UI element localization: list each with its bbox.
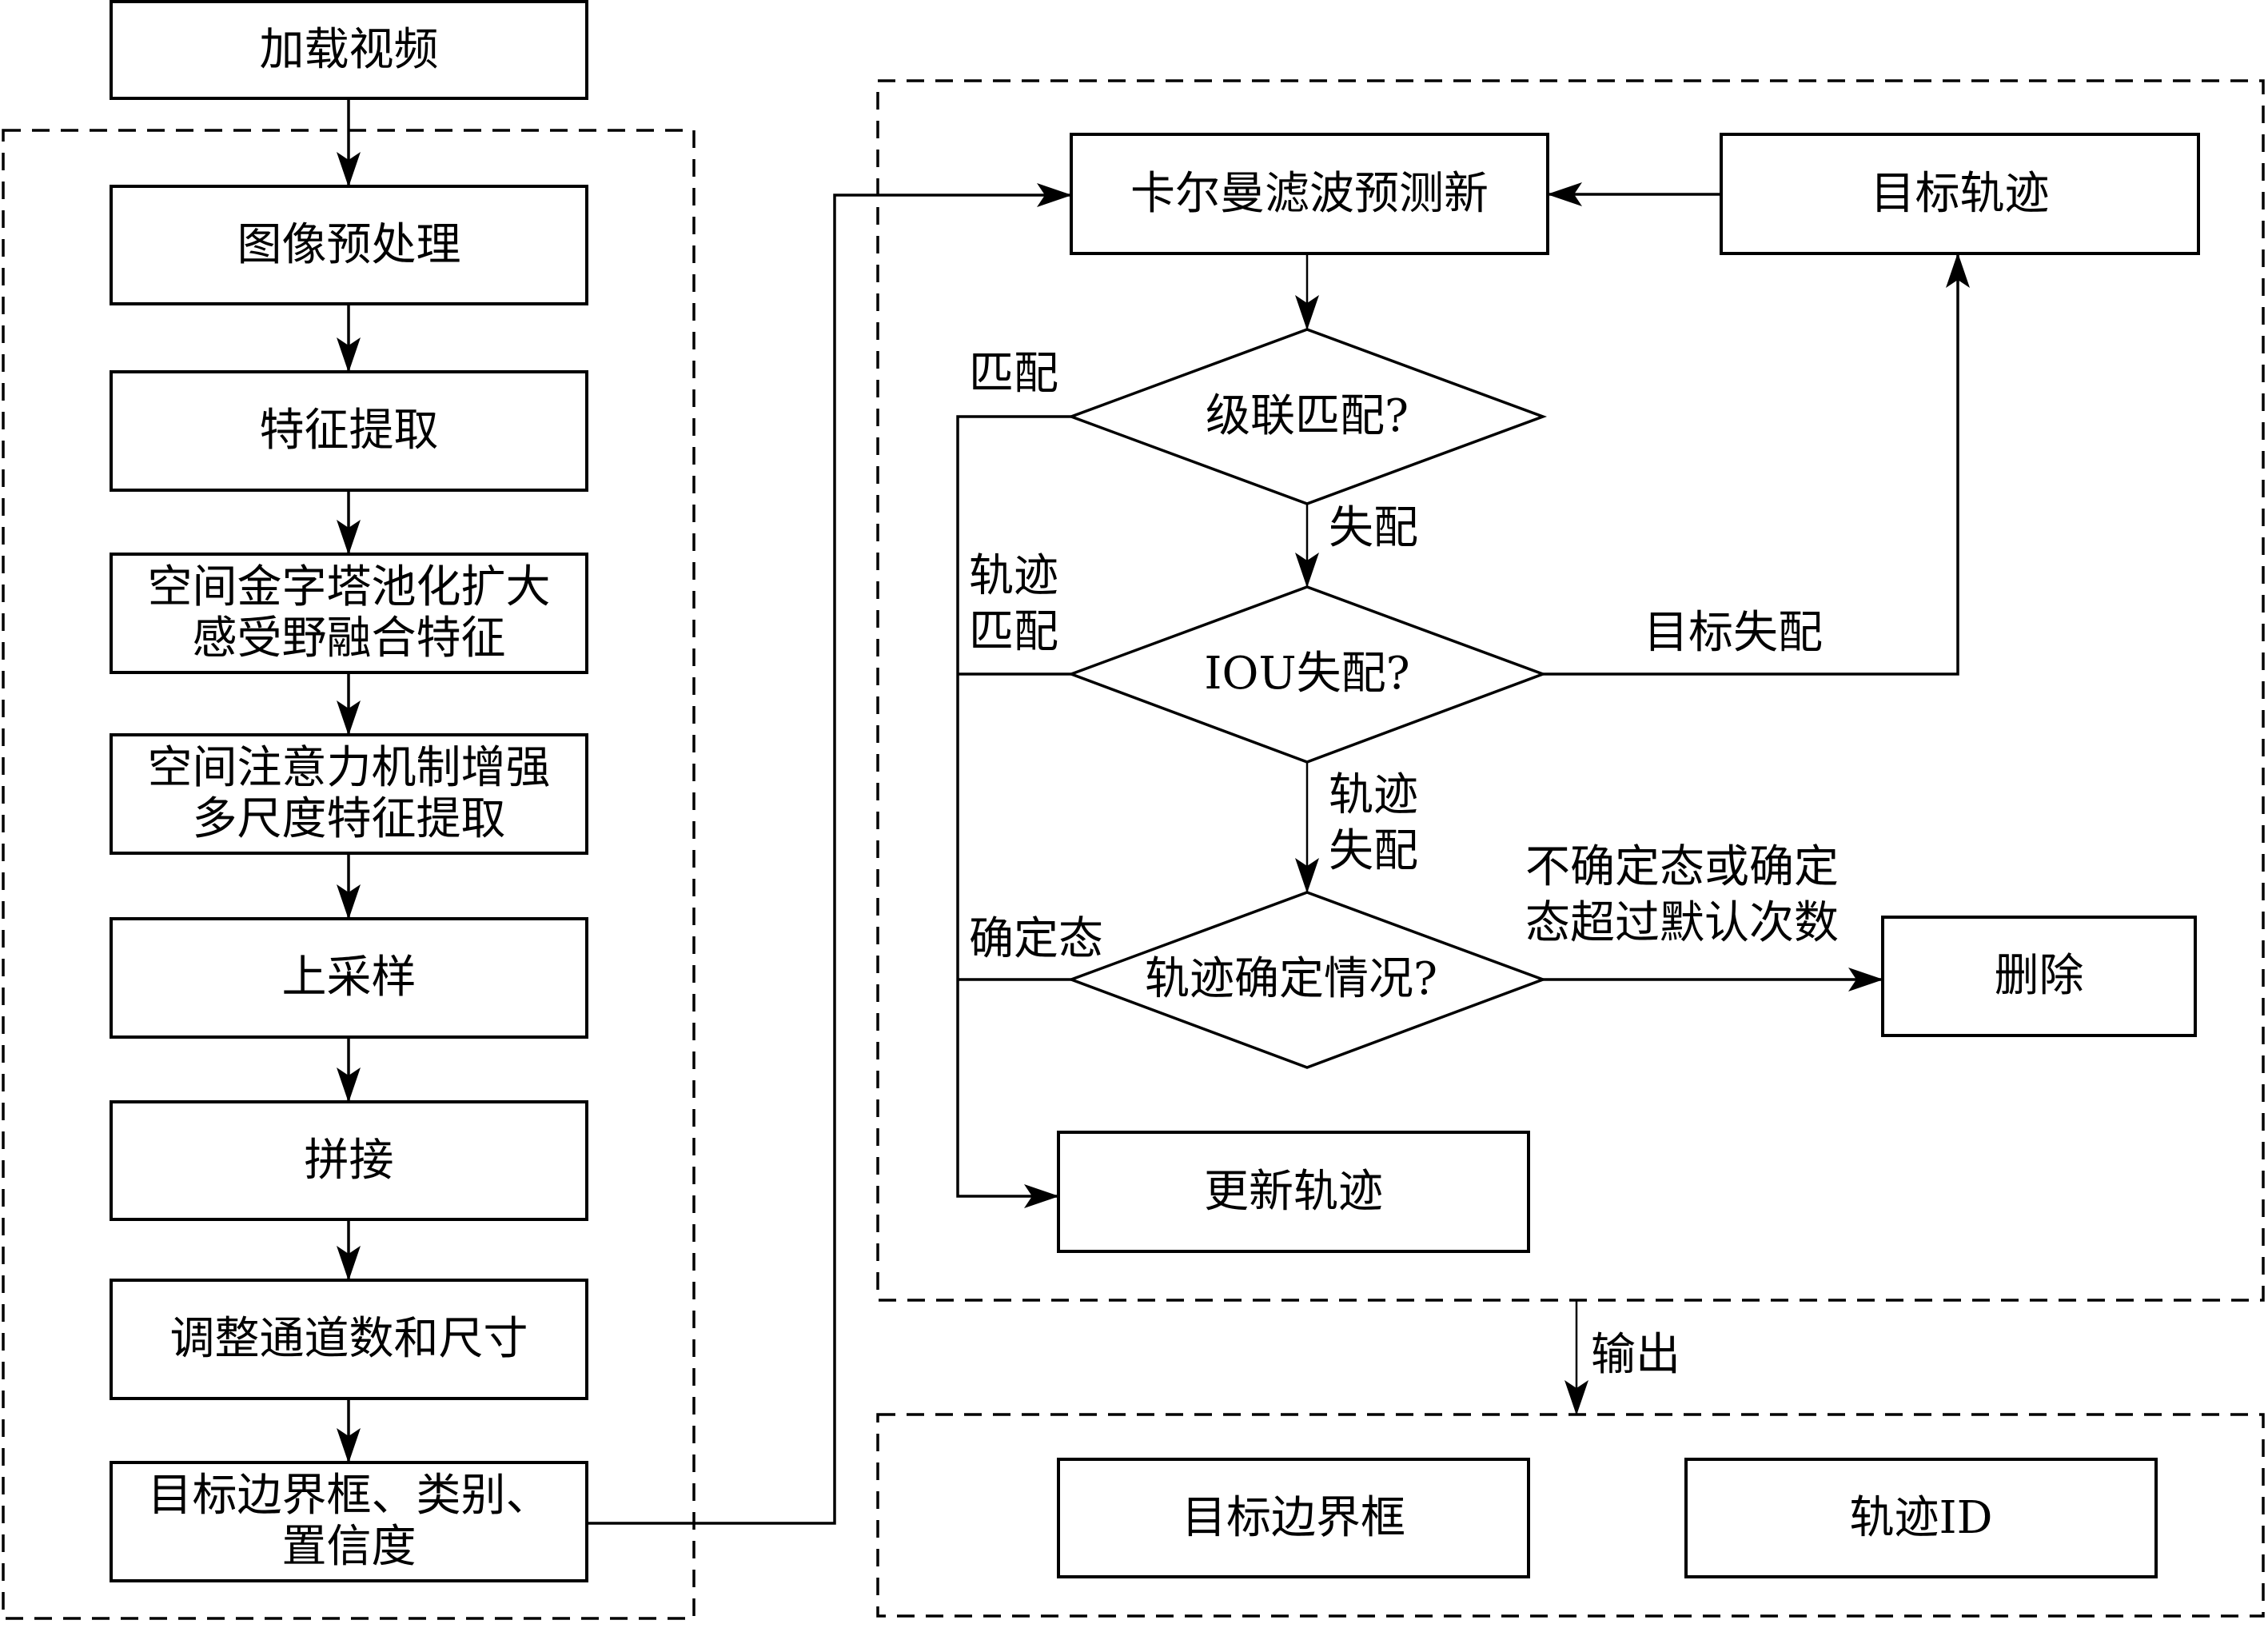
step-spp-label: 空间金字塔池化扩大 感受野融合特征	[147, 561, 551, 664]
load-video-label: 加载视频	[259, 23, 439, 76]
track-match-edge-label: 轨迹 匹配	[969, 550, 1058, 658]
output-bbox-box	[1057, 1458, 1530, 1578]
mismatch-edge-label: 失配	[1329, 502, 1418, 554]
step-box	[110, 370, 588, 492]
target-track-box	[1720, 133, 2200, 255]
update-track-label: 更新轨迹	[1204, 1165, 1383, 1218]
step-box	[110, 733, 588, 855]
cascade-match-label: 级联匹配?	[1205, 390, 1409, 442]
kalman-box	[1070, 133, 1549, 255]
track-state-label: 轨迹确定情况?	[1144, 953, 1438, 1005]
target-mismatch-connector	[1543, 253, 1970, 676]
output-bbox-label: 目标边界框	[1182, 1491, 1405, 1544]
track-mismatch-edge-label: 轨迹 失配	[1329, 769, 1418, 877]
confirmed-edge-label: 确定态	[969, 913, 1103, 965]
step-adjust-label: 调整通道数和尺寸	[169, 1313, 528, 1365]
output-track-id-box	[1684, 1458, 2158, 1578]
step-box	[110, 1100, 588, 1221]
step-detection-output-label: 目标边界框、类别、 置信度	[147, 1470, 551, 1573]
output-track-id-label: 轨迹ID	[1849, 1491, 1993, 1544]
track-state-diamond	[1066, 891, 1548, 1069]
target-track-label: 目标轨迹	[1870, 167, 2050, 220]
update-track-box	[1057, 1131, 1530, 1253]
target-mismatch-edge-label: 目标失配	[1644, 607, 1823, 659]
step-preprocess-label: 图像预处理	[237, 218, 461, 271]
match-edge-label: 匹配	[969, 348, 1058, 400]
delete-label: 删除	[1994, 950, 2084, 1002]
step-box	[110, 553, 588, 674]
step-attention-label: 空间注意力机制增强 多尺度特征提取	[147, 742, 551, 845]
connector-detection-to-kalman	[587, 183, 1072, 1525]
step-upsample-label: 上采样	[281, 952, 417, 1004]
iou-mismatch-label: IOU失配?	[1204, 648, 1410, 700]
match-connector	[956, 415, 1071, 1208]
delete-box	[1881, 916, 2197, 1037]
tracking-group-frame	[876, 79, 2265, 1302]
step-box	[110, 917, 588, 1039]
step-box	[110, 185, 588, 305]
output-edge-label: 输出	[1591, 1329, 1680, 1381]
delete-condition-edge-label: 不确定态或确定 态超过默认次数	[1525, 841, 1839, 949]
step-feature-extract-label: 特征提取	[259, 405, 439, 457]
load-video-box	[110, 0, 588, 100]
kalman-label: 卡尔曼滤波预测新	[1130, 167, 1489, 220]
step-concat-label: 拼接	[304, 1134, 394, 1187]
